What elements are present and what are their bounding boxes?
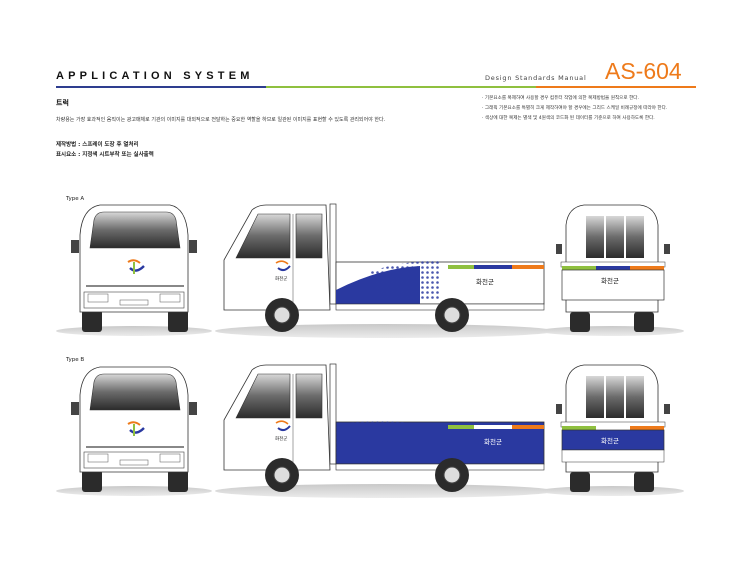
type-b-rear-view: 화천군 — [540, 364, 684, 496]
note-item: · 그래픽 기본요소를 특별히 크게 제작하여야 할 경우에는 그리드 스케일 … — [482, 106, 668, 111]
manual-label: Design Standards Manual — [485, 74, 587, 82]
note-text: 기본요소를 복제하여 사용할 경우 컴퓨터 작업에 의한 복제방법을 원칙으로 … — [484, 96, 639, 101]
type-a-front-view — [56, 204, 212, 336]
production-method: 제작방법 : 스프레이 도장 후 열처리 — [56, 142, 139, 148]
front-emblem-icon — [127, 421, 145, 436]
type-a-rear-view: 화천군 — [540, 204, 684, 336]
rule-navy-segment — [56, 86, 266, 88]
type-b-front-view — [56, 366, 212, 496]
note-item: · 기본요소를 복제하여 사용할 경우 컴퓨터 작업에 의한 복제방법을 원칙으… — [482, 96, 639, 101]
header-rule — [56, 86, 696, 89]
side-logo: 화천군 — [275, 260, 291, 282]
section-title: 트럭 — [56, 99, 69, 107]
type-b-row: 화천군 화천군 화천군 — [56, 363, 684, 498]
front-emblem-icon — [127, 259, 145, 274]
rear-text: 화천군 — [601, 276, 619, 285]
type-a-row: 화천군 화천군 화천군 — [56, 203, 684, 338]
page-title: APPLICATION SYSTEM — [56, 70, 254, 82]
type-b-label: Type B — [66, 357, 85, 363]
side-text: 화천군 — [484, 437, 502, 446]
notes-list: · 기본요소를 복제하여 사용할 경우 컴퓨터 작업에 의한 복제방법을 원칙으… — [482, 94, 667, 124]
intro-text: 차량용는 가장 효과적인 움직이는 광고매체로 기관의 이미지를 대외적으로 전… — [56, 117, 386, 123]
type-a-side-view: 화천군 화천군 — [215, 203, 555, 338]
note-text: 색상에 대한 복제는 별색 및 4원색의 코드화 된 데이터를 기준으로 하여 … — [484, 116, 655, 121]
display-elements: 표시요소 : 지정색 시트부착 또는 실사출력 — [56, 152, 154, 158]
page-code: AS-604 — [605, 58, 682, 84]
type-a-label: Type A — [66, 196, 85, 202]
door-logo-text: 화천군 — [275, 435, 287, 442]
rule-green-segment — [266, 86, 536, 88]
door-logo-text: 화천군 — [275, 275, 287, 282]
type-b-side-view: 화천군 화천군 — [215, 363, 555, 498]
rear-text: 화천군 — [601, 436, 619, 445]
rule-orange-segment — [536, 86, 696, 88]
side-logo: 화천군 — [275, 420, 291, 442]
note-item: · 색상에 대한 복제는 별색 및 4원색의 코드화 된 데이터를 기준으로 하… — [482, 116, 655, 121]
note-text: 그래픽 기본요소를 특별히 크게 제작하여야 할 경우에는 그리드 스케일 비례… — [484, 106, 668, 111]
side-text: 화천군 — [476, 277, 494, 286]
